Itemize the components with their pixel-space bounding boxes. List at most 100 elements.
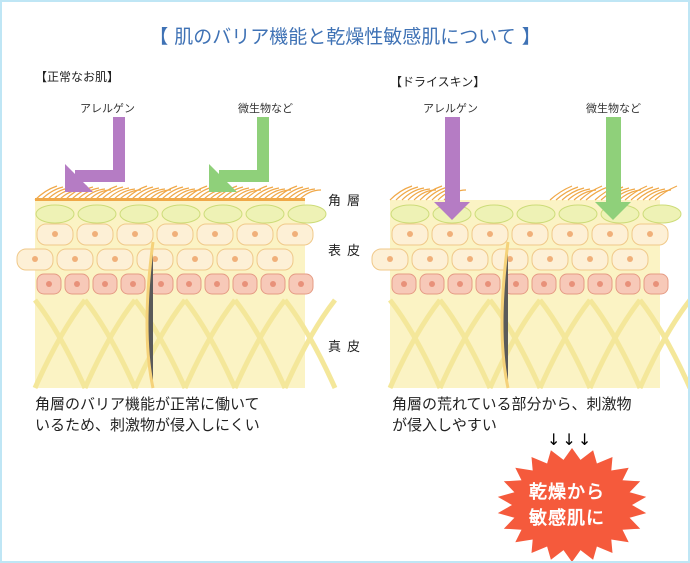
cell-nucleus [569, 281, 575, 287]
corneum-fiber [401, 187, 425, 201]
cell-nucleus [214, 281, 220, 287]
cell-nucleus [567, 231, 573, 237]
cell-nucleus [74, 281, 80, 287]
cell-nucleus [112, 256, 118, 262]
cell-nucleus [232, 256, 238, 262]
dermis-fiber [637, 298, 688, 390]
cell-nucleus [102, 281, 108, 287]
cell-nucleus [158, 281, 164, 287]
cell-nucleus [485, 281, 491, 287]
cell-nucleus [46, 281, 52, 287]
cell-nucleus [541, 281, 547, 287]
hair-icon [500, 241, 510, 389]
dermis-fiber [537, 298, 593, 390]
corneum-cell [245, 204, 285, 224]
dermis-fiber [587, 298, 643, 390]
cell-nucleus [72, 256, 78, 262]
microbe-label: 微生物など [586, 102, 641, 115]
corneum-cell [119, 204, 159, 224]
cell-nucleus [467, 256, 473, 262]
result-line: 敏感肌に [529, 508, 605, 529]
corneum-fiber [555, 186, 579, 201]
corneum-fiber [561, 187, 585, 201]
cell-nucleus [587, 256, 593, 262]
down-arrows-icon: ↓↓↓ [547, 430, 594, 449]
cell-nucleus [407, 231, 413, 237]
corneum-cell [77, 204, 117, 224]
starburst-shape [497, 448, 647, 561]
corneum-cell [516, 204, 556, 224]
layer-label-dermis: 真皮 [328, 340, 367, 355]
cell-nucleus [547, 256, 553, 262]
cell-nucleus [52, 231, 58, 237]
cell-nucleus [132, 231, 138, 237]
cell-nucleus [32, 256, 38, 262]
corneum-cell [287, 204, 327, 224]
caption-line: が侵入しやすい [392, 416, 497, 434]
dermis-fiber [437, 298, 493, 390]
result-line: 乾燥から [529, 482, 605, 503]
corneum-fiber [549, 185, 573, 201]
cell-nucleus [447, 231, 453, 237]
corneum-fiber [648, 189, 672, 201]
corneum-fiber [395, 186, 419, 201]
allergen-label: アレルゲン [80, 102, 135, 115]
cell-nucleus [192, 256, 198, 262]
microbe-label: 微生物など [238, 102, 293, 115]
cell-nucleus [653, 281, 659, 287]
corneum-cell [558, 204, 598, 224]
corneum-fiber [642, 188, 666, 201]
cell-nucleus [507, 256, 513, 262]
dermis-fiber [387, 298, 443, 390]
corneum-fiber [407, 188, 431, 201]
corneum-fiber [34, 185, 58, 201]
cell-nucleus [487, 231, 493, 237]
cell-nucleus [242, 281, 248, 287]
cell-nucleus [527, 231, 533, 237]
normal-skin-caption: 角層のバリア機能が正常に働いて いるため、刺激物が侵入しにくい [35, 394, 260, 436]
dermis-fiber [182, 298, 238, 390]
corneum-cell [161, 204, 201, 224]
dry-skin-heading: 【ドライスキン】 [390, 75, 486, 89]
corneum-cell [642, 204, 682, 224]
corneum-fiber [389, 185, 413, 201]
normal-skin-diagram [16, 117, 338, 390]
dermis-fiber [82, 298, 138, 390]
cell-nucleus [401, 281, 407, 287]
cell-nucleus [457, 281, 463, 287]
cell-nucleus [186, 281, 192, 287]
dermis-fiber [282, 298, 338, 390]
layer-label-epidermis: 表皮 [328, 244, 367, 259]
result-text: 乾燥から 敏感肌に [507, 480, 627, 532]
cell-nucleus [513, 281, 519, 287]
cell-nucleus [292, 231, 298, 237]
cell-nucleus [272, 256, 278, 262]
corneum-cell [203, 204, 243, 224]
corneum-surface [35, 198, 305, 201]
microbe-down-arrow-icon [595, 117, 631, 220]
starburst-icon [497, 448, 647, 561]
normal-skin-heading: 【正常なお肌】 [35, 70, 120, 84]
corneum-cell [474, 204, 514, 224]
dermis-fiber [132, 298, 188, 390]
microbe-bent-arrow-icon [209, 117, 269, 192]
cell-nucleus [627, 256, 633, 262]
corneum-fiber [579, 185, 603, 201]
dermis-fiber [487, 298, 543, 390]
caption-line: いるため、刺激物が侵入しにくい [35, 416, 260, 434]
dry-skin-caption: 角層の荒れている部分から、刺激物 が侵入しやすい [392, 394, 632, 436]
corneum-fiber [654, 185, 678, 201]
cell-nucleus [607, 231, 613, 237]
cell-nucleus [597, 281, 603, 287]
cell-nucleus [387, 256, 393, 262]
dermis-fiber [232, 298, 288, 390]
corneum-fiber [630, 186, 654, 201]
cell-nucleus [298, 281, 304, 287]
cell-nucleus [172, 231, 178, 237]
caption-line: 角層のバリア機能が正常に働いて [35, 395, 260, 413]
cell-nucleus [427, 256, 433, 262]
cell-nucleus [92, 231, 98, 237]
allergen-down-arrow-icon [434, 117, 470, 220]
caption-line: 角層の荒れている部分から、刺激物 [392, 395, 632, 413]
dermis-fiber [32, 298, 88, 390]
